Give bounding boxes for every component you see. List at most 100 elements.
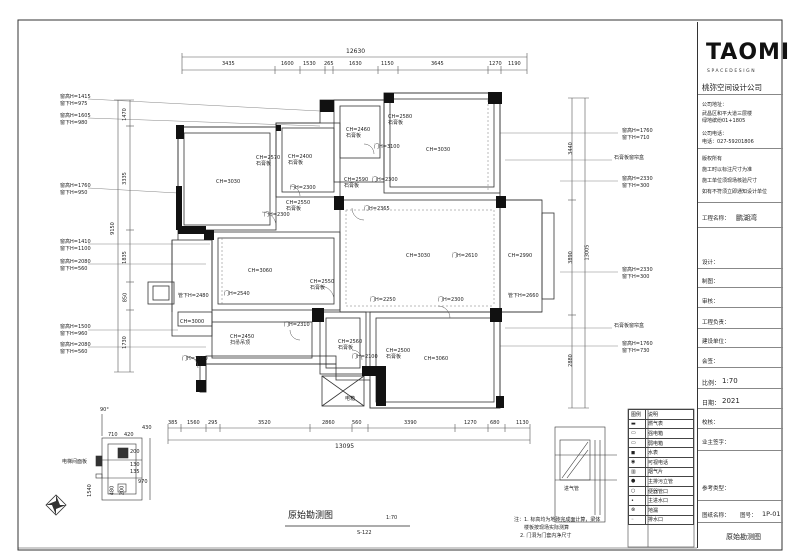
drawing-name: 原始勘测图 bbox=[726, 533, 761, 541]
drawing-number: 1P-01 bbox=[762, 510, 781, 518]
drawing-title-scale: 1:70 bbox=[386, 515, 398, 521]
door-height: 门H=2610 bbox=[452, 253, 478, 259]
dim-top-total: 12630 bbox=[346, 48, 366, 55]
room-ceiling-height: CH=2450 bbox=[230, 334, 255, 340]
left-window-note: 窗下H=560 bbox=[60, 266, 88, 272]
rights-line: 施工单位须现场核验尺寸 bbox=[702, 178, 758, 184]
drawing-main-title: 原始勘测图 bbox=[288, 511, 334, 521]
dim-bottom-part: 2860 bbox=[322, 420, 335, 426]
detail-dim: 970 bbox=[138, 479, 148, 485]
legend-item: 可视电话 bbox=[645, 456, 694, 468]
door-height: 门H=2365 bbox=[364, 206, 390, 212]
rights-line: 施工时以标注尺寸为准 bbox=[702, 167, 753, 173]
dim-top-part: 1270 bbox=[489, 61, 502, 67]
room-ceiling-height: CH=3060 bbox=[424, 356, 449, 362]
client-label: 建设单位： bbox=[702, 339, 730, 345]
room-ceiling-height: CH=2990 bbox=[508, 253, 533, 259]
lead-label: 工程负责： bbox=[702, 320, 730, 326]
sheet-border bbox=[17, 19, 783, 551]
note-line: 楼板按现场实际测算 bbox=[524, 525, 570, 531]
door-height: 门H=2300 bbox=[264, 212, 290, 218]
legend-symbol: ▭ bbox=[628, 428, 646, 439]
door-height: 门H=2300 bbox=[372, 177, 398, 183]
legend-item: 排水口 bbox=[645, 514, 694, 526]
door-height: 门H=2060 bbox=[182, 356, 208, 362]
date-value: 2021 bbox=[722, 397, 740, 405]
room-ceiling-height: CH=2500 bbox=[386, 348, 411, 354]
door-height: 管下H=2480 bbox=[178, 293, 209, 299]
room-ceiling-height: CH=3060 bbox=[248, 268, 273, 274]
door-swings bbox=[185, 143, 451, 369]
room-material: 石膏板 bbox=[310, 285, 326, 291]
dim-left: 1470 bbox=[121, 108, 128, 121]
legend-item: 弱电箱 bbox=[645, 437, 694, 449]
room-material: 石膏板 bbox=[388, 120, 404, 126]
legend-symbol: ● bbox=[628, 476, 646, 487]
dim-top-part: 3435 bbox=[222, 61, 235, 67]
company-name: 桃弥空间设计公司 bbox=[702, 83, 762, 92]
left-window-note: 窗下H=1100 bbox=[60, 246, 91, 252]
dim-bottom-part: 680 bbox=[490, 420, 500, 426]
legend-item: 烟气片 bbox=[645, 466, 694, 478]
dim-left: 9150 bbox=[109, 222, 116, 235]
room-material: 石膏板 bbox=[338, 345, 354, 351]
legend-header: 图例 bbox=[628, 409, 646, 420]
project-value: 鹏湖湾 bbox=[736, 214, 757, 222]
room-ceiling-height: CH=3030 bbox=[216, 179, 241, 185]
left-window-note: 窗下H=960 bbox=[60, 331, 88, 337]
detail-dim: 200 bbox=[119, 485, 126, 496]
legend-symbol: • bbox=[628, 495, 646, 506]
door-height: 门H=2300 bbox=[438, 297, 464, 303]
left-dimension-lines bbox=[114, 99, 134, 373]
check-label: 校核： bbox=[702, 420, 719, 426]
reference-label: 参考类型： bbox=[702, 486, 730, 492]
room-material: 扫帚吊顶 bbox=[230, 340, 251, 346]
door-height: 门H=2250 bbox=[370, 297, 396, 303]
left-window-note: 窗高H=1760 bbox=[60, 183, 91, 189]
compass-symbol bbox=[45, 494, 67, 516]
detail-dim: 200 bbox=[130, 449, 140, 455]
door-height: 管下H=2660 bbox=[508, 293, 539, 299]
legend-item: 主排污立管 bbox=[645, 476, 694, 487]
right-window-note: 窗下H=300 bbox=[622, 274, 650, 280]
detail-dim: 130 bbox=[130, 462, 140, 468]
dim-top-part: 1530 bbox=[303, 61, 316, 67]
address-line: 绿地缤纷01+1805 bbox=[702, 118, 746, 124]
elec-box-label: 电箱 bbox=[345, 396, 356, 402]
left-window-note: 窗高H=1410 bbox=[60, 239, 91, 245]
detail-gas-pipe bbox=[554, 426, 617, 523]
right-window-note: 石膏板窗帘盒 bbox=[614, 323, 645, 329]
room-ceiling-height: CH=2550 bbox=[310, 279, 335, 285]
phone-value: 电话：027-59201806 bbox=[702, 139, 754, 145]
dim-bottom-part: 1130 bbox=[516, 420, 529, 426]
left-window-note: 窗下H=560 bbox=[60, 349, 88, 355]
room-ceiling-height: CH=2400 bbox=[288, 154, 313, 160]
rights-label: 版权所有 bbox=[702, 156, 723, 162]
right-window-note: 窗高H=1760 bbox=[622, 341, 653, 347]
structural-columns bbox=[176, 92, 506, 408]
right-window-note: 窗高H=2330 bbox=[622, 176, 653, 182]
left-window-note: 窗高H=2080 bbox=[60, 259, 91, 265]
detail-dim: 135 bbox=[130, 469, 140, 475]
detail-dim: 420 bbox=[124, 432, 134, 438]
room-material: 石膏板 bbox=[344, 183, 360, 189]
design-label: 设计： bbox=[702, 260, 719, 266]
owner-sign-label: 业主签字： bbox=[702, 440, 730, 446]
dim-right: 2880 bbox=[567, 354, 574, 367]
project-label: 工程名称： bbox=[702, 216, 730, 222]
review-label: 审核： bbox=[702, 299, 719, 305]
left-note-leaders bbox=[87, 98, 321, 348]
gas-pipe-label: 进气管 bbox=[564, 486, 580, 492]
drawing-title-sub: S-122 bbox=[357, 530, 372, 536]
door-height: 门H=3100 bbox=[374, 144, 400, 150]
left-window-note: 窗下H=950 bbox=[60, 190, 88, 196]
company-logo-subtitle: SPACEDESIGN bbox=[707, 69, 757, 74]
legend-item: 便器管口 bbox=[645, 485, 694, 497]
room-ceiling-height: CH=3030 bbox=[406, 253, 431, 259]
dim-left: 3335 bbox=[121, 172, 128, 185]
legend-symbol: ○ bbox=[628, 485, 646, 497]
dim-top-part: 3645 bbox=[431, 61, 444, 67]
dim-left: 850 bbox=[122, 292, 129, 303]
left-window-note: 窗下H=980 bbox=[60, 120, 88, 126]
